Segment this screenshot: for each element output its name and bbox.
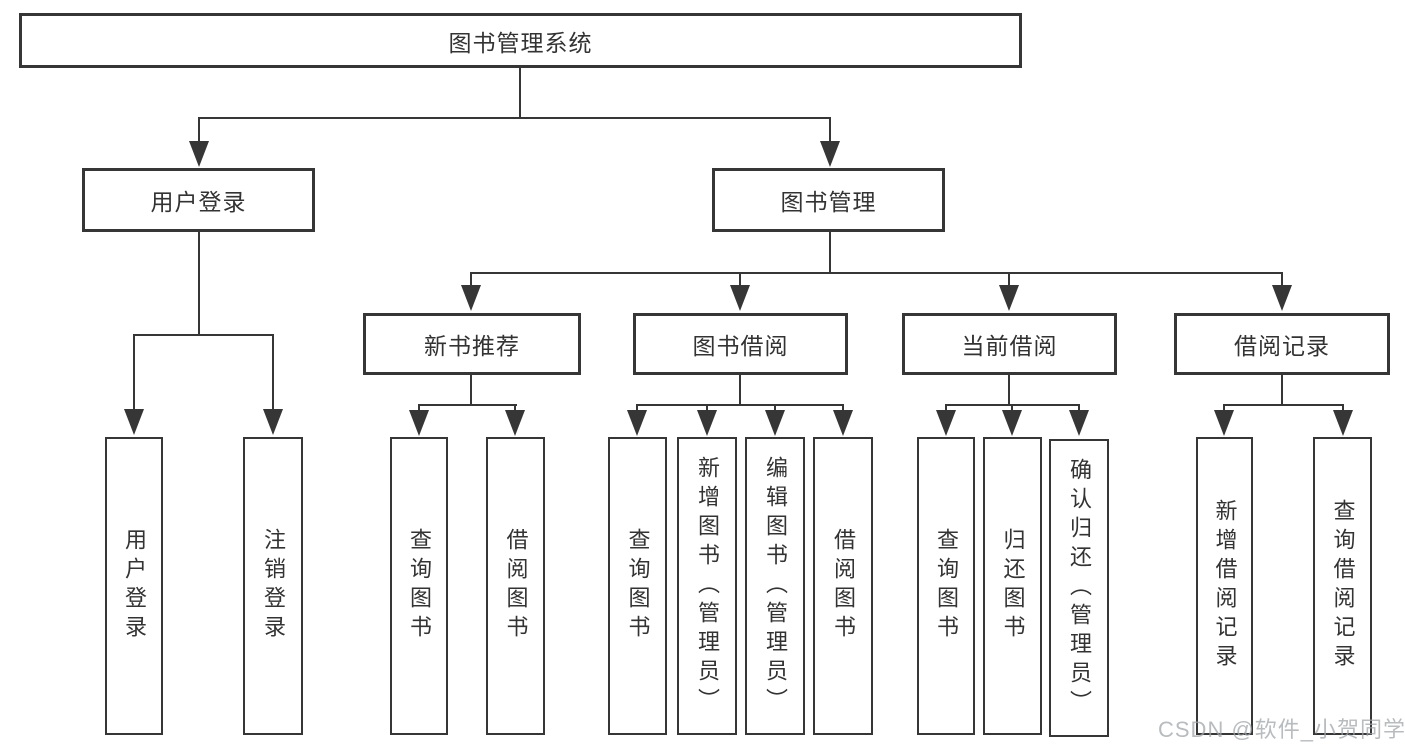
arrow-down-icon bbox=[999, 285, 1019, 311]
arrow-down-icon bbox=[461, 285, 481, 311]
connector-login-drop bbox=[198, 232, 200, 336]
arrow-down-icon bbox=[189, 141, 209, 167]
node-book-management-branch: 图书管理 bbox=[712, 168, 945, 232]
connector-stub bbox=[1281, 272, 1283, 290]
arrow-down-icon bbox=[263, 409, 283, 435]
connector-bus bbox=[1223, 404, 1344, 406]
node-label: 编辑图书（管理员） bbox=[763, 455, 788, 717]
leaf-query-books-current: 查询图书 bbox=[917, 437, 975, 735]
node-label: 图书管理系统 bbox=[448, 29, 593, 56]
leaf-edit-books-admin: 编辑图书（管理员） bbox=[745, 437, 805, 735]
node-current-borrowing: 当前借阅 bbox=[902, 313, 1117, 375]
node-label: 归还图书 bbox=[1000, 528, 1026, 644]
arrow-down-icon bbox=[697, 410, 717, 436]
leaf-query-books: 查询图书 bbox=[608, 437, 667, 735]
node-borrowing-records: 借阅记录 bbox=[1174, 313, 1390, 375]
node-label: 用户登录 bbox=[150, 189, 247, 215]
leaf-add-books-admin: 新增图书（管理员） bbox=[677, 437, 737, 735]
leaf-return-books: 归还图书 bbox=[983, 437, 1042, 735]
arrow-down-icon bbox=[765, 410, 785, 436]
connector-drop bbox=[1281, 375, 1283, 406]
node-label: 图书管理 bbox=[780, 189, 877, 215]
connector-level2-bus bbox=[198, 117, 831, 119]
node-user-login-branch: 用户登录 bbox=[82, 168, 315, 232]
connector-level3-bus bbox=[470, 272, 1283, 274]
arrow-down-icon bbox=[1272, 285, 1292, 311]
leaf-query-books-recommend: 查询图书 bbox=[390, 437, 448, 735]
connector-login-stub bbox=[198, 117, 200, 147]
connector-drop bbox=[1008, 375, 1010, 406]
arrow-down-icon bbox=[409, 410, 429, 436]
arrow-down-icon bbox=[833, 410, 853, 436]
arrow-down-icon bbox=[820, 141, 840, 167]
leaf-add-borrow-record: 新增借阅记录 bbox=[1196, 437, 1253, 735]
leaf-borrow-books: 借阅图书 bbox=[813, 437, 873, 735]
leaf-borrow-books-recommend: 借阅图书 bbox=[486, 437, 545, 735]
node-label: 当前借阅 bbox=[961, 333, 1058, 359]
node-label: 查询图书 bbox=[407, 528, 432, 644]
arrow-down-icon bbox=[1069, 410, 1089, 436]
node-label: 确认归还（管理员） bbox=[1067, 457, 1092, 719]
connector-drop bbox=[739, 375, 741, 406]
node-label: 查询图书 bbox=[934, 528, 959, 644]
node-label: 借阅记录 bbox=[1234, 333, 1330, 359]
node-label: 图书借阅 bbox=[692, 333, 789, 359]
connector-bus bbox=[418, 404, 517, 406]
leaf-user-login: 用户登录 bbox=[105, 437, 163, 735]
connector-stub bbox=[739, 272, 741, 290]
connector-books-drop bbox=[829, 232, 831, 274]
arrow-down-icon bbox=[1002, 410, 1022, 436]
node-label: 新增图书（管理员） bbox=[695, 455, 720, 717]
node-label: 查询借阅记录 bbox=[1330, 499, 1356, 673]
connector-bus bbox=[636, 404, 844, 406]
arrow-down-icon bbox=[124, 409, 144, 435]
arrow-down-icon bbox=[730, 285, 750, 311]
arrow-down-icon bbox=[627, 410, 647, 436]
arrow-down-icon bbox=[936, 410, 956, 436]
node-label: 借阅图书 bbox=[503, 528, 529, 644]
connector-login-bus bbox=[133, 334, 274, 336]
connector-stub bbox=[1008, 272, 1010, 290]
node-label: 注销登录 bbox=[261, 528, 286, 644]
arrow-down-icon bbox=[1333, 410, 1353, 436]
leaf-query-borrow-record: 查询借阅记录 bbox=[1313, 437, 1372, 735]
connector-drop bbox=[470, 375, 472, 406]
node-label: 借阅图书 bbox=[831, 528, 856, 644]
node-root-system: 图书管理系统 bbox=[19, 13, 1022, 68]
connector-stub bbox=[470, 272, 472, 290]
connector-books-stub bbox=[829, 117, 831, 147]
node-book-borrowing: 图书借阅 bbox=[633, 313, 848, 375]
node-new-book-recommend: 新书推荐 bbox=[363, 313, 581, 375]
node-label: 用户登录 bbox=[122, 528, 147, 644]
connector-root-drop bbox=[519, 68, 521, 118]
leaf-confirm-return-admin: 确认归还（管理员） bbox=[1049, 439, 1109, 737]
csdn-watermark: CSDN @软件_小贺同学 bbox=[1158, 717, 1405, 742]
node-label: 新增借阅记录 bbox=[1212, 499, 1238, 673]
arrow-down-icon bbox=[505, 410, 525, 436]
connector-stub bbox=[133, 334, 135, 412]
connector-stub bbox=[272, 334, 274, 412]
leaf-logout: 注销登录 bbox=[243, 437, 303, 735]
arrow-down-icon bbox=[1214, 410, 1234, 436]
node-label: 查询图书 bbox=[625, 528, 651, 644]
node-label: 新书推荐 bbox=[424, 333, 520, 359]
